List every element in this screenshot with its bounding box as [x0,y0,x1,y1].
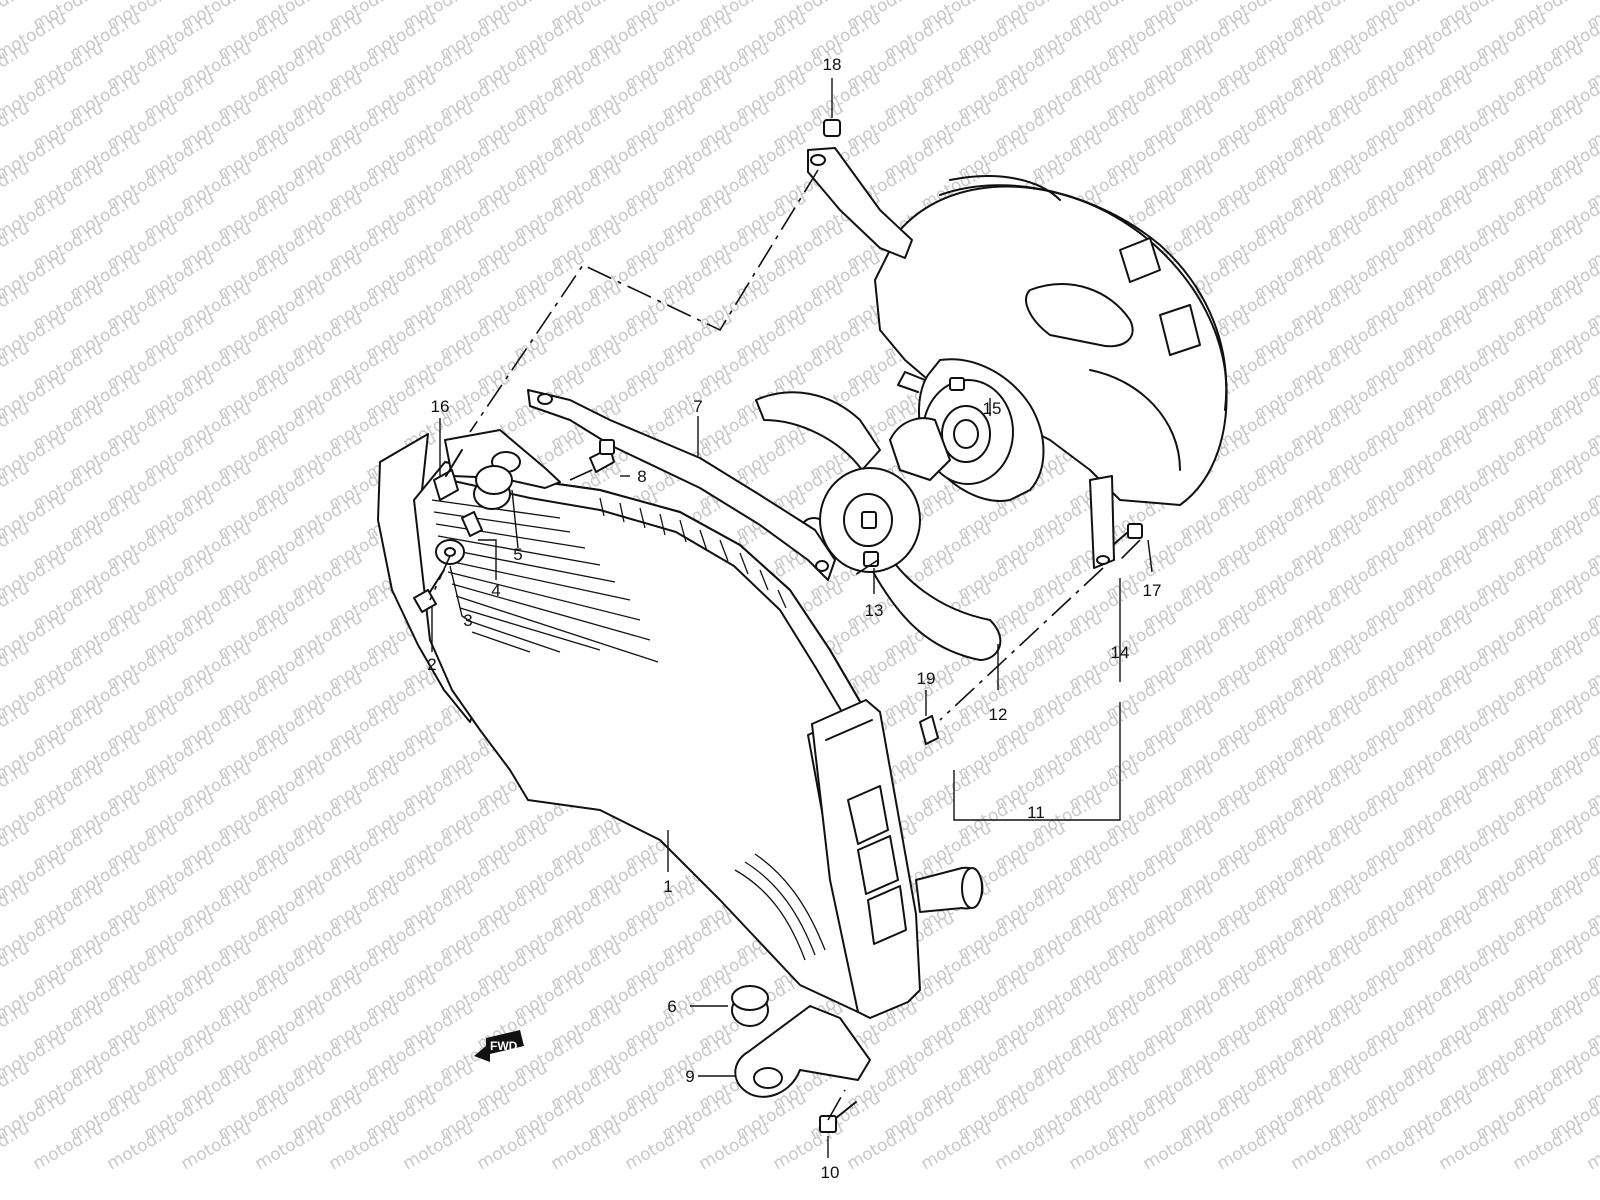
callout-15: 15 [983,399,1002,418]
callout-18: 18 [823,55,842,74]
callout-3: 3 [463,611,472,630]
screw-15 [949,377,965,391]
nut-18 [823,119,841,137]
callout-7: 7 [693,397,702,416]
callout-11: 11 [1027,803,1045,822]
callout-16: 16 [431,397,450,416]
callout-17: 17 [1143,581,1162,600]
callout-10: 10 [821,1163,840,1182]
fwd-label: FWD [490,1039,518,1053]
washer-3 [435,539,465,565]
callout-9: 9 [685,1067,694,1086]
grommet-5 [473,465,513,510]
callout-2: 2 [427,655,436,674]
callout-6: 6 [667,997,676,1016]
grommet-6 [731,985,769,1027]
callout-4: 4 [491,581,500,600]
callout-8: 8 [637,467,646,486]
callout-12: 12 [989,705,1008,724]
watermark-layer: motod.rumotod.rumotod.rumotod.rumotod.ru… [0,0,1600,1174]
callout-14: 14 [1111,643,1130,662]
callout-19: 19 [917,669,936,688]
callout-1: 1 [663,877,672,896]
callout-13: 13 [865,601,884,620]
callout-5: 5 [513,545,522,564]
